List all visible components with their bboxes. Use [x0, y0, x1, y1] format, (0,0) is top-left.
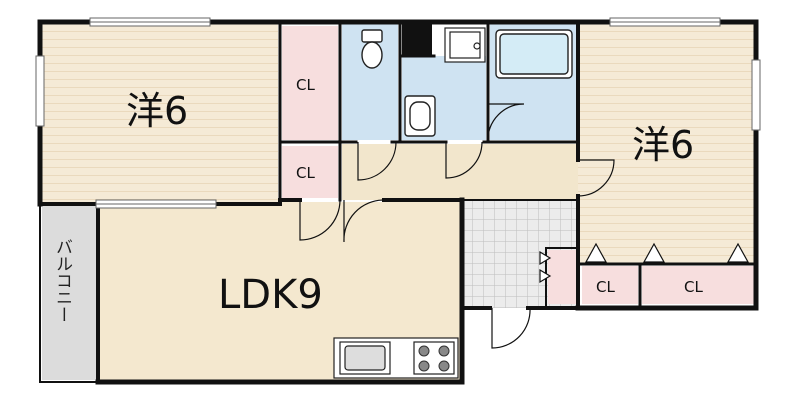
washbasin-icon [404, 95, 436, 137]
east-closet-large-label: CL [684, 278, 703, 296]
ldk-label: LDK9 [218, 272, 323, 318]
pipe-shaft [402, 24, 432, 56]
top-closet-label: CL [296, 76, 315, 94]
east-closet-small-label: CL [596, 278, 615, 296]
west-bedroom-label: 洋6 [126, 89, 188, 133]
stove-icon [418, 345, 450, 372]
balcony-label: バルコニー [52, 238, 72, 323]
mid-closet-floor [282, 146, 338, 198]
mid-closet-label: CL [296, 164, 315, 182]
east-bedroom-label: 洋6 [632, 123, 694, 167]
bathtub-icon [495, 29, 573, 79]
east-bedroom-floor [578, 24, 754, 264]
closet-door-marks [539, 242, 750, 284]
windows [35, 17, 761, 209]
washing-machine-icon [444, 27, 486, 63]
hallway-floor [342, 144, 578, 200]
west-bedroom-floor [42, 24, 278, 204]
doors [299, 103, 615, 349]
toilet-icon [361, 29, 383, 69]
east-closet-large-floor [642, 266, 754, 304]
shoe-closet-floor [548, 250, 576, 304]
top-closet-floor [282, 26, 338, 140]
kitchen-counter [333, 337, 459, 379]
east-closet-small-floor [582, 266, 638, 304]
balcony-floor [42, 204, 100, 380]
